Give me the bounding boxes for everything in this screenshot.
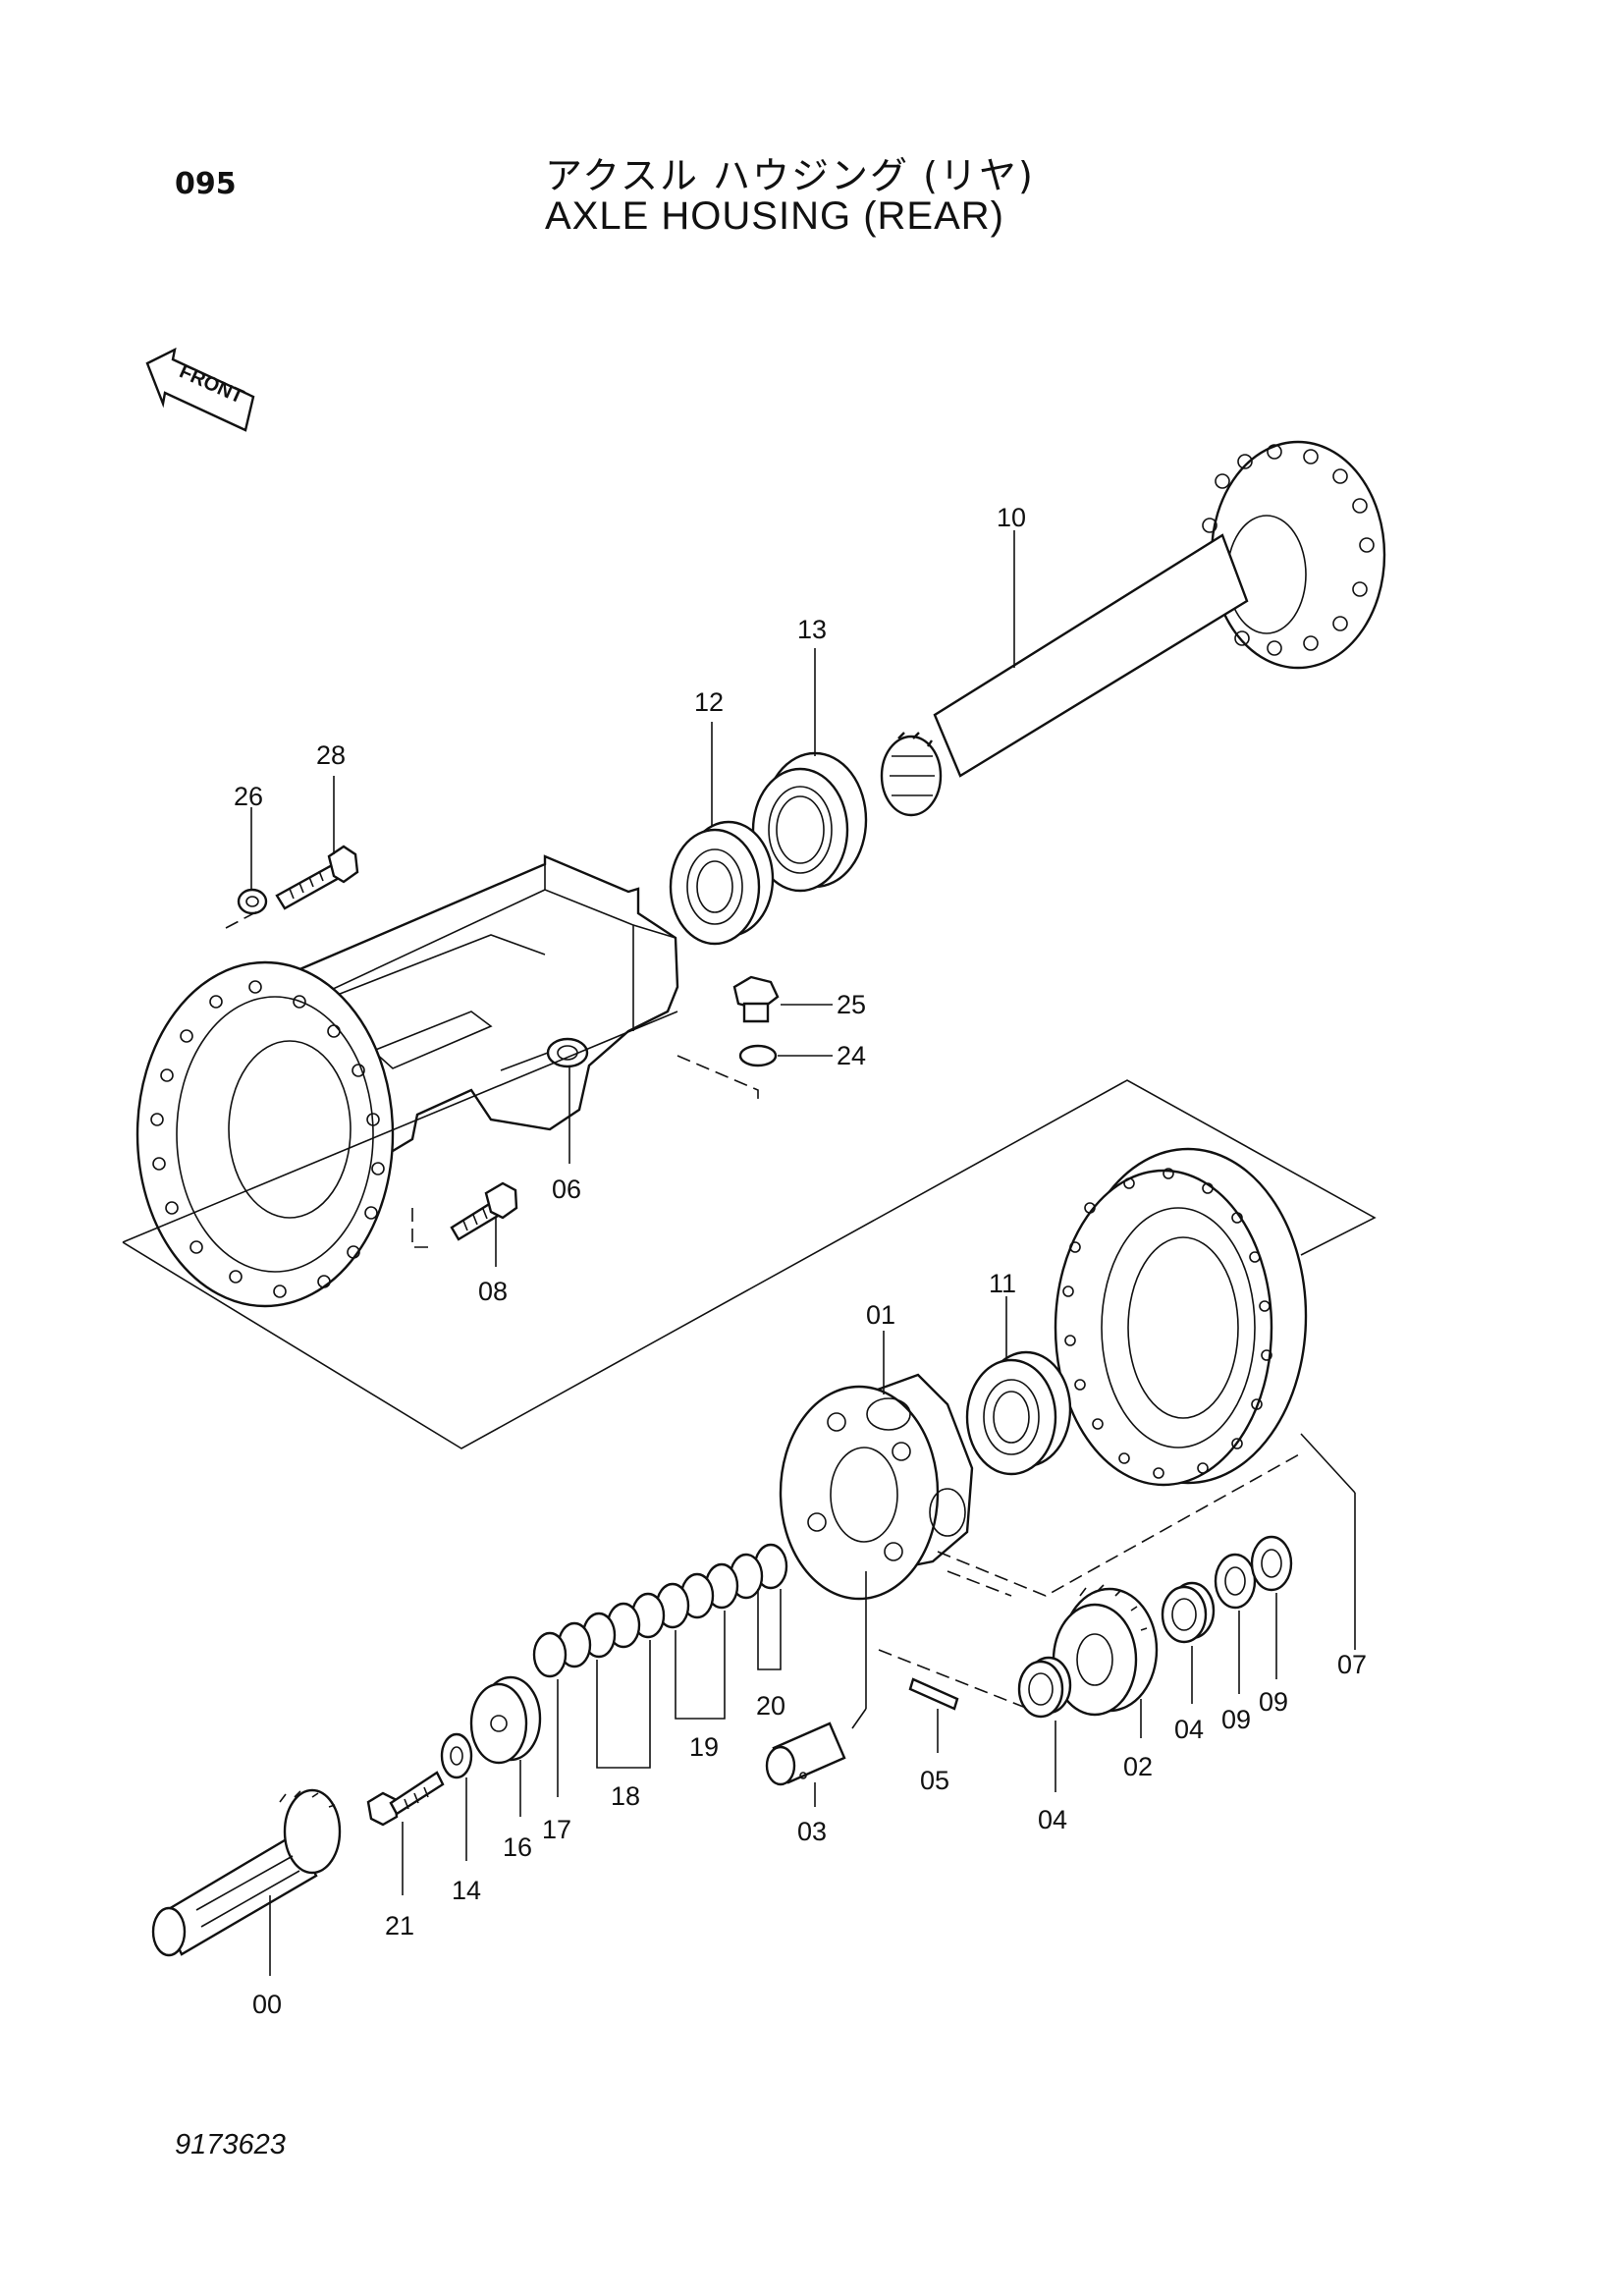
ring-gear-part — [1054, 1147, 1308, 1487]
title-english: AXLE HOUSING (REAR) — [545, 194, 1004, 238]
part-label-18: 18 — [611, 1781, 640, 1811]
front-arrow-icon: FRONT — [145, 347, 255, 432]
part-label-04-a: 04 — [1038, 1805, 1067, 1834]
part-label-14: 14 — [452, 1876, 481, 1905]
part-label-11: 11 — [989, 1269, 1016, 1298]
shim-stack-part — [532, 1543, 788, 1678]
bearing-part — [669, 820, 775, 946]
thrust-washer-part-b — [1250, 1535, 1293, 1592]
part-label-21: 21 — [385, 1911, 414, 1941]
bearing-part-11 — [965, 1350, 1072, 1476]
bolt-part-08 — [450, 1181, 518, 1241]
sun-gear-shaft-part — [151, 1788, 342, 1957]
part-label-03: 03 — [797, 1817, 827, 1846]
part-label-13: 13 — [797, 615, 827, 644]
part-label-07: 07 — [1337, 1650, 1367, 1679]
part-label-20: 20 — [756, 1691, 785, 1721]
thrust-plate-part — [469, 1675, 542, 1765]
part-label-10: 10 — [997, 503, 1026, 532]
part-label-04-b: 04 — [1174, 1715, 1204, 1744]
title-japanese: アクスル ハウジング (リヤ) — [545, 154, 1035, 197]
part-label-19: 19 — [689, 1732, 719, 1762]
drain-plug-part — [732, 975, 780, 1023]
washer-part — [237, 888, 268, 915]
document-code: 9173623 — [175, 2129, 286, 2160]
planet-carrier-part — [779, 1373, 974, 1601]
o-ring-part — [738, 1044, 778, 1067]
needle-bearing-part-b — [1161, 1581, 1216, 1644]
part-label-09-b: 09 — [1259, 1687, 1288, 1717]
pin-part — [908, 1677, 959, 1711]
part-label-17: 17 — [542, 1815, 571, 1844]
needle-bearing-part-a — [1017, 1656, 1072, 1719]
part-label-00: 00 — [252, 1990, 282, 2019]
page-number: 095 — [175, 167, 237, 201]
bolt-part — [275, 845, 359, 910]
part-label-08: 08 — [478, 1277, 508, 1306]
planet-gear-part — [1052, 1584, 1159, 1717]
axle-housing-part — [135, 854, 679, 1308]
part-label-25: 25 — [837, 990, 866, 1019]
thrust-washer-part-a — [1214, 1553, 1257, 1610]
planet-shaft-part — [765, 1722, 846, 1786]
oil-seal-part — [751, 751, 868, 893]
part-label-05: 05 — [920, 1766, 949, 1795]
part-label-28: 28 — [316, 740, 346, 770]
part-label-02: 02 — [1123, 1752, 1153, 1781]
part-label-12: 12 — [694, 687, 724, 717]
part-label-06: 06 — [552, 1175, 581, 1204]
part-label-09-a: 09 — [1221, 1705, 1251, 1734]
axle-shaft-part — [880, 440, 1386, 817]
assembly-frame — [122, 1011, 1377, 1449]
part-label-16: 16 — [503, 1832, 532, 1862]
part-label-24: 24 — [837, 1041, 866, 1070]
part-label-26: 26 — [234, 782, 263, 811]
bolt-part-21 — [366, 1771, 445, 1827]
part-label-01: 01 — [866, 1300, 895, 1330]
washer-part-14 — [440, 1732, 473, 1779]
